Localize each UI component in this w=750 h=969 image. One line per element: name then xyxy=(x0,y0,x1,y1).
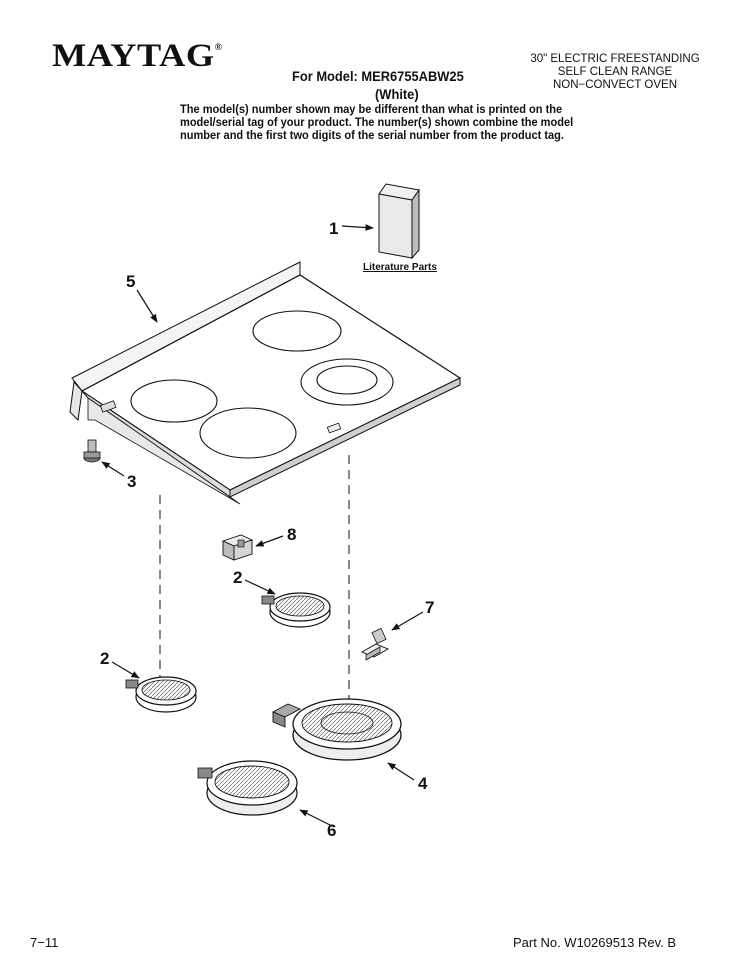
part-number: Part No. W10269513 Rev. B xyxy=(513,935,677,950)
callout-leaders xyxy=(101,224,424,827)
callout-2-upper: 2 xyxy=(233,568,242,587)
literature-part xyxy=(378,183,420,260)
small-surface-element-lower xyxy=(125,676,197,713)
product-description-line: SELF CLEAN RANGE xyxy=(557,66,673,78)
notice-line: model/serial tag of your product. The nu… xyxy=(180,117,574,129)
model-label: For Model: MER6755ABW25 xyxy=(292,68,464,84)
callout-8: 8 xyxy=(287,525,296,544)
terminal-bracket-part xyxy=(360,627,390,661)
callout-2-lower: 2 xyxy=(100,649,109,668)
model-notice: The model(s) number shown may be differe… xyxy=(180,104,590,143)
cooktop-glass xyxy=(69,261,462,505)
product-description-line: 30" ELECTRIC FREESTANDING xyxy=(530,53,700,65)
product-description-line: NON−CONVECT OVEN xyxy=(552,79,678,91)
dual-surface-element xyxy=(271,698,402,761)
limiter-block-part xyxy=(221,534,254,561)
product-description: 30" ELECTRIC FREESTANDING SELF CLEAN RAN… xyxy=(500,53,730,92)
switch-knob-part xyxy=(83,439,101,463)
brand-logo: MAYTAG® xyxy=(52,38,223,74)
notice-line: number and the first two digits of the s… xyxy=(180,130,564,142)
callout-7: 7 xyxy=(425,598,434,617)
alignment-lines xyxy=(159,455,350,712)
literature-parts-label: Literature Parts xyxy=(363,262,437,273)
page-number: 7−11 xyxy=(30,935,59,950)
callout-3: 3 xyxy=(127,472,136,491)
large-surface-element xyxy=(197,760,298,816)
callout-5: 5 xyxy=(126,272,135,291)
color-label: (White) xyxy=(375,86,419,102)
callout-4: 4 xyxy=(418,774,428,793)
callout-6: 6 xyxy=(327,821,336,840)
notice-line: The model(s) number shown may be differe… xyxy=(180,104,563,116)
callout-1: 1 xyxy=(329,219,338,238)
small-surface-element-upper xyxy=(261,592,331,628)
